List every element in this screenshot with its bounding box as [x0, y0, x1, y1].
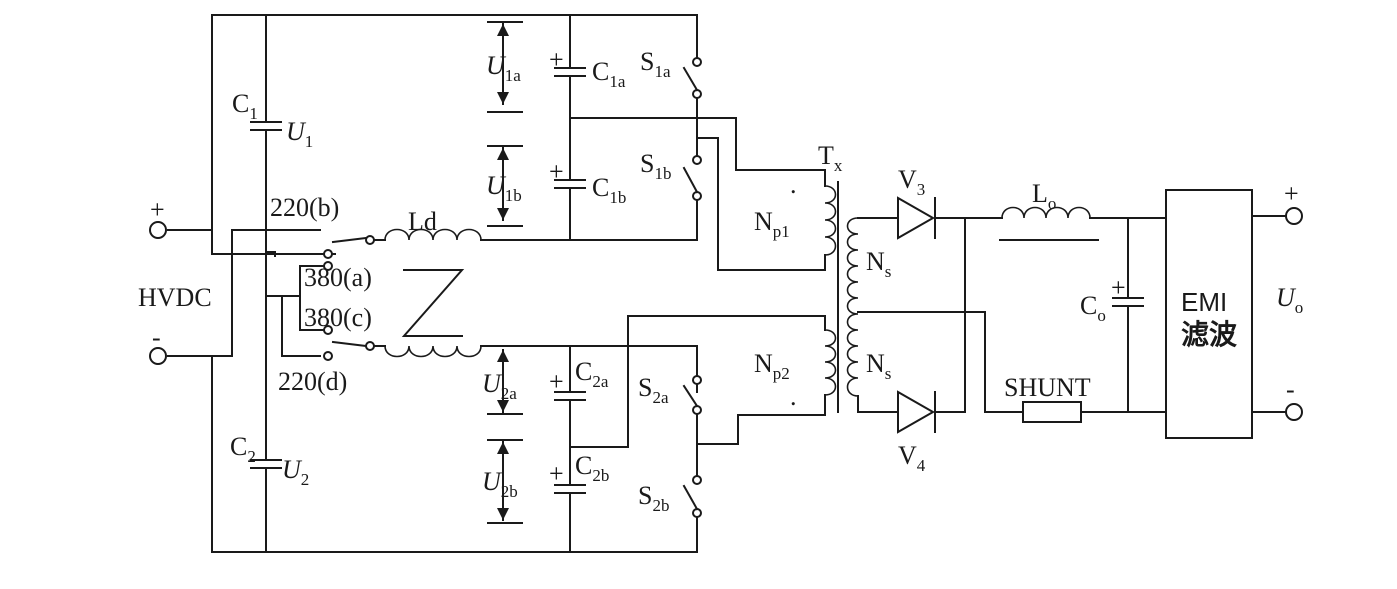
emi-filter-box: [1165, 189, 1253, 439]
switch-s1b: [682, 137, 702, 201]
transformer-tx: [824, 181, 986, 413]
ns-lower-label: Ns: [866, 349, 891, 383]
lower-capacitor-stack: [554, 315, 826, 553]
c2-label: C2: [230, 432, 256, 466]
s2a-label: S2a: [638, 373, 669, 407]
output-wiring: [1251, 215, 1287, 413]
bulk-capacitor-c1: [250, 14, 282, 553]
output-minus-label: -: [1286, 375, 1295, 404]
c2b-label: C2b: [575, 451, 609, 485]
c1-label: C1: [232, 89, 258, 123]
output-plus-label: +: [1284, 179, 1299, 208]
tap-220b-label: 220(b): [270, 193, 339, 222]
tap-380c-label: 380(c): [304, 303, 372, 332]
c1b-label: C1b: [592, 173, 626, 207]
c1a-plus: +: [549, 45, 564, 74]
selector-upper-pivot: [365, 235, 375, 245]
u1b-label: U1b: [486, 171, 522, 205]
v3-label: V3: [898, 165, 925, 199]
primary2-dot: .: [790, 382, 797, 411]
tap-220d-label: 220(d): [278, 367, 347, 396]
input-plus-label: +: [150, 195, 165, 224]
switch-s1a: [682, 57, 702, 99]
diode-v3: [897, 196, 966, 313]
lo-label: Lo: [1032, 179, 1056, 213]
np1-label: Np1: [754, 207, 790, 241]
u1-label: U1: [286, 117, 313, 151]
u1a-label: U1a: [486, 51, 521, 85]
input-minus-label: -: [152, 323, 161, 352]
c2a-plus: +: [549, 367, 564, 396]
selector-switch-upper: [331, 236, 368, 244]
output-capacitor-co: [1112, 217, 1144, 413]
selector-switch-lower: [331, 340, 368, 348]
v4-label: V4: [898, 441, 926, 475]
co-plus: +: [1111, 273, 1126, 302]
output-positive-terminal: [1285, 207, 1303, 225]
u2a-arrow: [487, 349, 523, 415]
uo-label: Uo: [1276, 283, 1303, 317]
ld-label: Ld: [408, 207, 437, 236]
tap-380a-label: 380(a): [304, 263, 372, 292]
u2b-arrow: [487, 439, 523, 524]
shunt-label: SHUNT: [1004, 373, 1091, 402]
c2a-label: C2a: [575, 357, 609, 391]
output-negative-terminal: [1285, 403, 1303, 421]
tap-220b-contact: [323, 249, 333, 259]
s1a-label: S1a: [640, 47, 671, 81]
primary1-dot: .: [790, 170, 797, 199]
tap-220d-contact: [323, 351, 333, 361]
c2b-plus: +: [549, 459, 564, 488]
u2-label: U2: [282, 455, 309, 489]
upper-capacitor-stack: [554, 14, 826, 271]
ns-upper-label: Ns: [866, 247, 891, 281]
np2-label: Np2: [754, 349, 790, 383]
c1a-label: C1a: [592, 57, 626, 91]
switch-s2b: [682, 443, 702, 518]
tx-label: Tx: [818, 141, 843, 175]
hvdc-label: HVDC: [138, 283, 212, 312]
u1a-arrow: [487, 21, 523, 113]
u2b-label: U2b: [482, 467, 518, 501]
output-inductor-lo: [964, 206, 1167, 241]
input-positive-terminal: [149, 221, 167, 239]
diode-v4: [897, 311, 966, 434]
top-rail: [211, 14, 698, 255]
u2a-label: U2a: [482, 369, 517, 403]
inductor-ld: [373, 199, 698, 393]
selector-lower-pivot: [365, 341, 375, 351]
u1b-arrow: [487, 145, 523, 227]
co-label: Co: [1080, 291, 1106, 325]
switch-s2a: [682, 375, 702, 415]
input-negative-terminal: [149, 347, 167, 365]
emi-filter-label: 滤波: [1181, 318, 1238, 351]
s2b-label: S2b: [638, 481, 669, 515]
s1b-label: S1b: [640, 149, 671, 183]
hvdc-input-wiring: [167, 229, 321, 357]
c1b-plus: +: [549, 157, 564, 186]
emi-label: EMI: [1181, 287, 1227, 317]
shunt-resistor: [984, 401, 1167, 423]
bottom-rail: [211, 355, 698, 553]
tap-wiring: [265, 251, 321, 357]
